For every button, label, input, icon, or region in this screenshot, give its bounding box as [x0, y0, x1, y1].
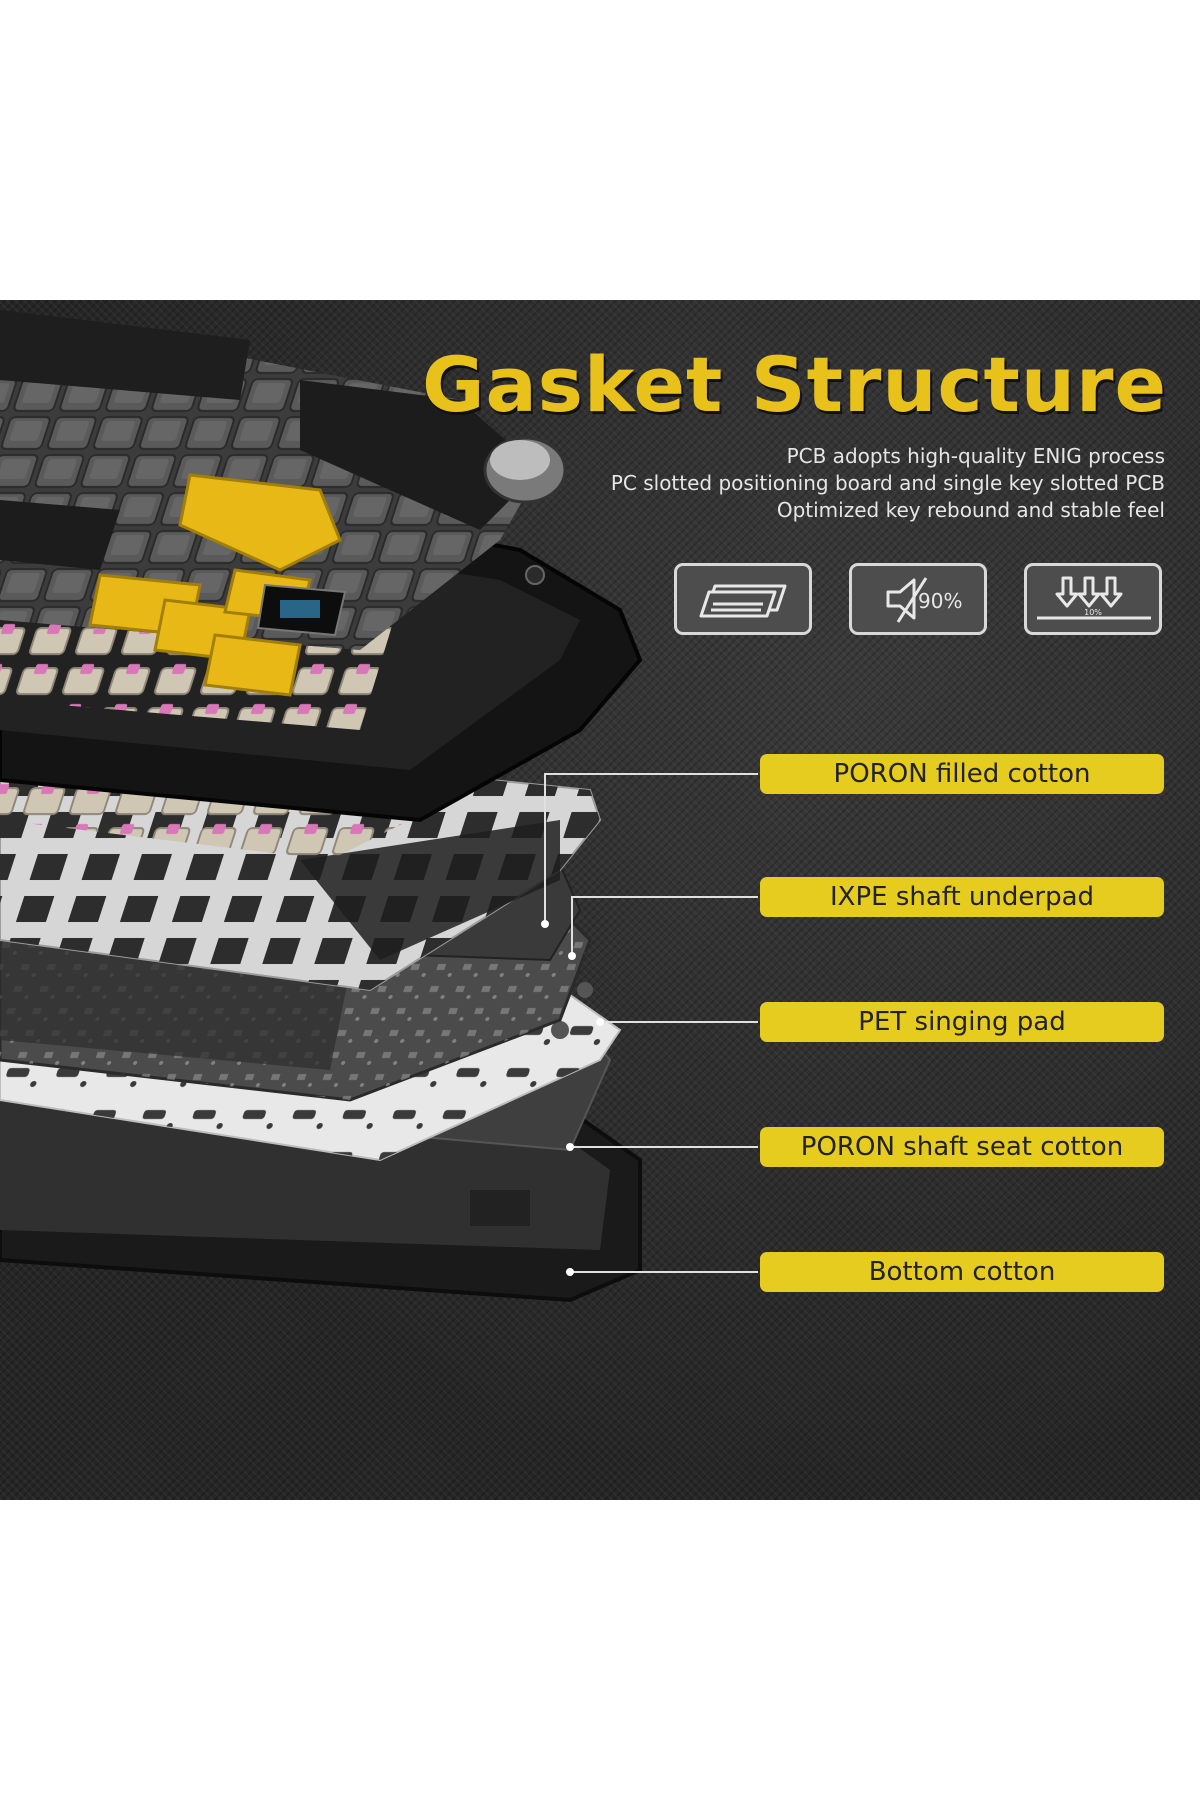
page-title: Gasket Structure: [422, 340, 1167, 429]
layer-label-pet-singing-pad: PET singing pad: [760, 1002, 1164, 1042]
feature-list: PCB adopts high-quality ENIG process PC …: [611, 443, 1165, 524]
feature-line: PCB adopts high-quality ENIG process: [786, 444, 1165, 468]
rebound-arrows-icon: 10%: [1024, 563, 1162, 635]
exploded-keyboard-illustration: [0, 310, 758, 1303]
layer-label-bottom-cotton: Bottom cotton: [760, 1252, 1164, 1292]
layer-label-poron-filled-cotton: PORON filled cotton: [760, 754, 1164, 794]
feature-line: Optimized key rebound and stable feel: [776, 498, 1165, 522]
sound-reduction-value: 90%: [918, 589, 962, 613]
rebound-value: 10%: [1084, 608, 1102, 617]
layer-label-poron-shaft-seat-cotton: PORON shaft seat cotton: [760, 1127, 1164, 1167]
pcb-layers-icon: [674, 563, 812, 635]
product-banner: Gasket Structure PCB adopts high-quality…: [0, 300, 1200, 1500]
layer-label-ixpe-shaft-underpad: IXPE shaft underpad: [760, 877, 1164, 917]
feature-line: PC slotted positioning board and single …: [610, 471, 1165, 495]
sound-mute-icon: 90%: [849, 563, 987, 635]
